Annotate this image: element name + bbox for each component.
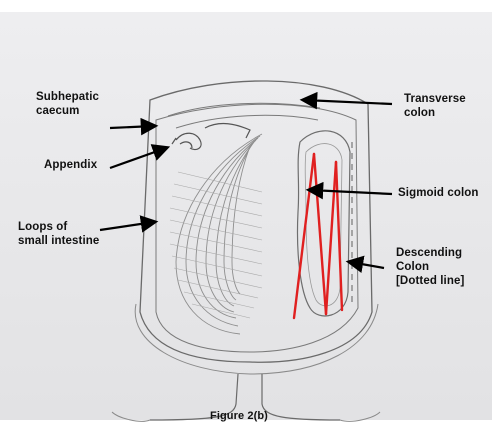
- small-intestine-loops: [176, 134, 262, 334]
- transverse-colon-band: [168, 103, 320, 128]
- arrow-subhepatic-caecum: [110, 126, 154, 128]
- label-loops-small-intestine: Loops of small intestine: [18, 220, 99, 248]
- arrow-transverse-colon: [304, 100, 392, 104]
- arrow-appendix: [110, 148, 166, 168]
- label-transverse-colon: Transverse colon: [404, 92, 466, 120]
- label-descending-colon: Descending Colon [Dotted line]: [396, 246, 464, 288]
- peritoneal-sac-outline: [140, 81, 372, 362]
- arrow-descending-colon: [350, 262, 384, 268]
- red-marks: [294, 154, 342, 318]
- abdominal-wall-lower: [135, 304, 378, 374]
- figure-caption: Figure 2(b): [210, 409, 268, 423]
- loops-hatching: [170, 172, 262, 318]
- label-sigmoid-colon: Sigmoid colon: [398, 186, 479, 200]
- label-appendix: Appendix: [44, 158, 97, 172]
- caecum-appendix-sketch: [172, 124, 250, 150]
- arrow-loops: [100, 222, 154, 230]
- diagram-canvas: Subhepatic caecum Appendix Loops of smal…: [0, 0, 492, 430]
- label-subhepatic-caecum: Subhepatic caecum: [36, 90, 99, 118]
- arrow-sigmoid-colon: [310, 190, 392, 194]
